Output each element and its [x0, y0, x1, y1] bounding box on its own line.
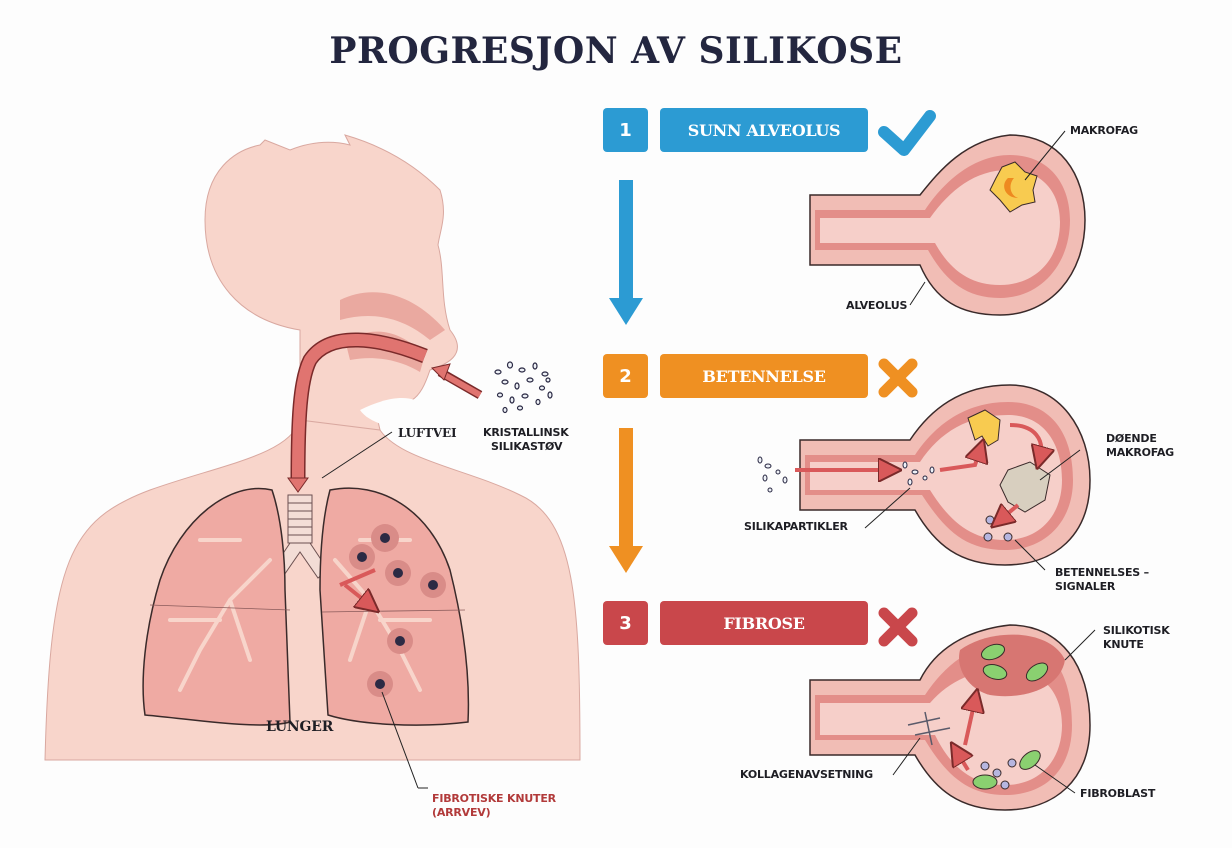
label-inflammation-signals-1: BETENNELSES –: [1055, 566, 1149, 579]
alveolus-inflammation: [757, 384, 1091, 571]
check-icon: [878, 110, 936, 156]
stage-2-number: 2: [603, 354, 648, 398]
left-lung: [142, 487, 291, 726]
label-silica-particles: SILIKAPARTIKLER: [744, 520, 848, 533]
human-figure: [44, 134, 581, 789]
label-alveolus: ALVEOLUS: [846, 299, 908, 312]
stage-1-number: 1: [603, 108, 648, 152]
label-fibroblast: FIBROBLAST: [1080, 787, 1156, 800]
flow-arrow-1-to-2: [609, 180, 643, 325]
label-silicotic-nodule-1: SILIKOTISK: [1103, 624, 1170, 637]
label-silicotic-nodule-2: KNUTE: [1103, 638, 1144, 651]
label-macrophage: MAKROFAG: [1070, 124, 1138, 137]
trachea-icon: [271, 494, 329, 579]
label-inflammation-signals-2: SIGNALER: [1055, 580, 1116, 593]
page-title: PROGRESJON AV SILIKOSE: [329, 30, 903, 72]
stage-1-label: SUNN ALVEOLUS: [660, 108, 868, 152]
alveolus-fibrosis: [809, 624, 1096, 811]
label-dust-1: KRISTALLINSK: [483, 426, 569, 439]
label-fibrotic-nodules-1: FIBROTISKE KNUTER: [432, 792, 556, 805]
cross-icon: [878, 358, 918, 398]
label-collagen-deposition: KOLLAGENAVSETNING: [740, 768, 874, 781]
label-dust-2: SILIKASTØV: [491, 440, 563, 453]
label-lungs: LUNGER: [266, 719, 334, 735]
label-dying-macrophage-2: MAKROFAG: [1106, 446, 1174, 459]
alveolus-healthy: [809, 130, 1086, 316]
cross-icon: [878, 607, 918, 647]
stage-2-label: BETENNELSE: [660, 354, 868, 398]
label-fibrotic-nodules-2: (ARRVEV): [432, 806, 491, 819]
silica-dust-icon: [494, 361, 553, 414]
label-dying-macrophage-1: DØENDE: [1106, 432, 1157, 445]
stage-3-number: 3: [603, 601, 648, 645]
stage-3-label: FIBROSE: [660, 601, 868, 645]
label-airway: LUFTVEI: [398, 426, 457, 440]
fibrotic-nodules: [349, 524, 446, 697]
flow-arrow-2-to-3: [609, 428, 643, 573]
